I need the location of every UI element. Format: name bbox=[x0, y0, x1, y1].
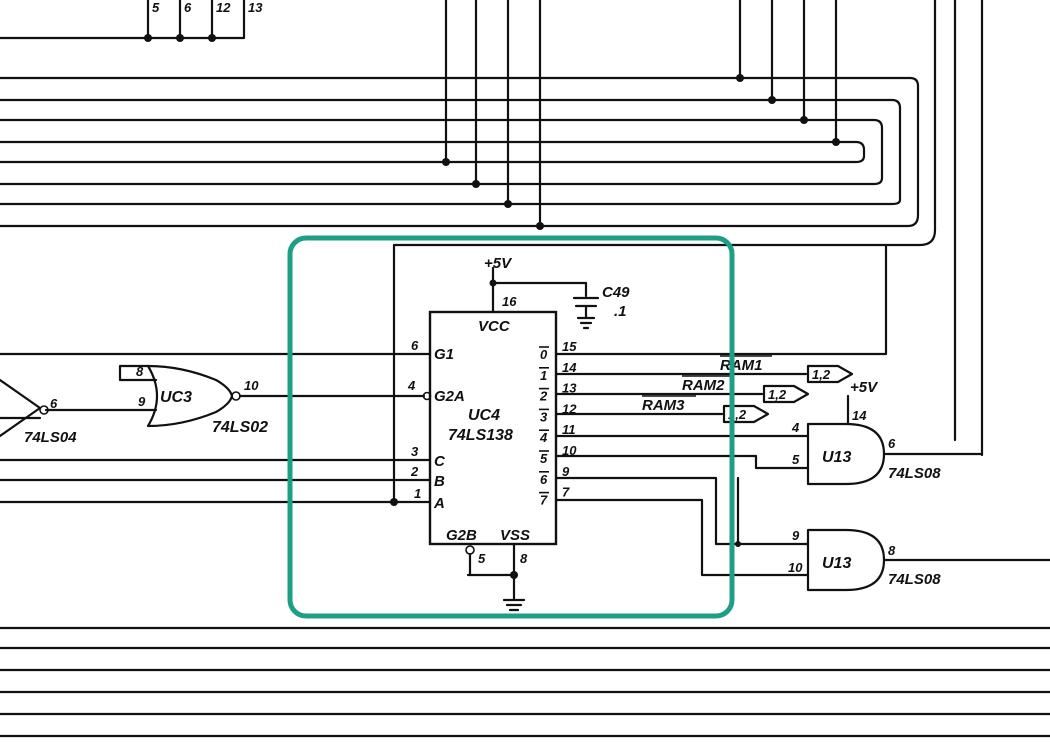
uc4-pin-c: 3 bbox=[411, 444, 419, 459]
uc4-out-name-3: 3 bbox=[540, 409, 548, 424]
uc4-out-name-6: 6 bbox=[540, 472, 548, 487]
inverter-part: 74LS04 bbox=[24, 429, 77, 446]
u13a-pin-out: 6 bbox=[888, 436, 896, 451]
uc4-pin-g2a: 4 bbox=[407, 378, 416, 393]
uc4-out-pin-0: 15 bbox=[562, 339, 577, 354]
bottom-bus bbox=[0, 626, 1050, 738]
uc4-out-pin-6: 9 bbox=[562, 464, 570, 479]
c49-ref: C49 bbox=[602, 284, 630, 301]
u13a-pin-vcc: 14 bbox=[852, 408, 867, 423]
uc4-in-g2a: G2A bbox=[434, 388, 465, 405]
uc4-decoder: +5V 16 VCC C49 .1 G2B VSS 5 8 UC4 74LS13… bbox=[0, 243, 630, 612]
c49-value: .1 bbox=[614, 303, 627, 320]
top-pin-6: 6 bbox=[184, 0, 192, 15]
uc4-out-name-7: 7 bbox=[540, 493, 548, 508]
uc4-in-a: A bbox=[433, 495, 445, 512]
uc3-ref: UC3 bbox=[160, 389, 192, 406]
u13b-pin-b: 10 bbox=[788, 560, 803, 575]
signal-ram2-label: RAM2 bbox=[682, 377, 725, 394]
signal-ram1: RAM1 1,2 bbox=[720, 355, 854, 384]
uc4-in-b: B bbox=[434, 473, 445, 490]
uc4-out-pin-3: 12 bbox=[562, 401, 577, 416]
signal-ram1-label: RAM1 bbox=[720, 357, 763, 374]
uc4-in-g1: G1 bbox=[434, 346, 454, 363]
uc4-out-pin-1: 14 bbox=[562, 360, 577, 375]
address-bus bbox=[0, 0, 984, 457]
uc4-out-pin-5: 10 bbox=[562, 443, 577, 458]
uc4-vcc-label: VCC bbox=[478, 318, 511, 335]
uc4-output-wires bbox=[554, 243, 888, 577]
uc3-pin-out: 10 bbox=[244, 378, 259, 393]
top-pin-13: 13 bbox=[248, 0, 263, 15]
uc4-out-name-5: 5 bbox=[540, 451, 548, 466]
uc4-part: 74LS138 bbox=[448, 427, 513, 444]
u13b-ref: U13 bbox=[822, 555, 851, 572]
uc4-out-name-4: 4 bbox=[539, 430, 548, 445]
uc4-out-pin-4: 11 bbox=[562, 422, 576, 437]
capacitor-c49: C49 .1 bbox=[572, 284, 630, 330]
uc4-pin-a: 1 bbox=[414, 486, 421, 501]
uc4-pin-vss: 8 bbox=[520, 551, 528, 566]
inverter-pin-out: 6 bbox=[50, 396, 58, 411]
uc4-out-pin-2: 13 bbox=[562, 381, 577, 396]
u13a-part: 74LS08 bbox=[888, 465, 941, 482]
u13a-pin-b: 5 bbox=[792, 452, 800, 467]
uc4-supply-label: +5V bbox=[484, 255, 513, 272]
uc4-g2b-label: G2B bbox=[446, 527, 477, 544]
u13-and-gate-upper: +5V 14 U13 4 5 6 74LS08 bbox=[791, 379, 984, 486]
u13b-pin-a: 9 bbox=[792, 528, 800, 543]
uc4-in-c: C bbox=[434, 453, 446, 470]
g2b-bubble bbox=[465, 545, 475, 555]
uc4-pin-b: 2 bbox=[410, 464, 419, 479]
signal-ram2-ref: 1,2 bbox=[768, 387, 787, 402]
u13a-pin-a: 4 bbox=[791, 420, 800, 435]
uc3-pin-a: 8 bbox=[136, 364, 144, 379]
uc4-ref: UC4 bbox=[468, 407, 500, 424]
uc4-pin-g2b: 5 bbox=[478, 551, 486, 566]
uc4-out-name-0: 0 bbox=[540, 347, 548, 362]
highlight-box bbox=[287, 235, 735, 619]
uc4-out-pin-7: 7 bbox=[562, 485, 570, 500]
u13b-part: 74LS08 bbox=[888, 571, 941, 588]
uc3-pin-b: 9 bbox=[138, 394, 146, 409]
top-pin-5: 5 bbox=[152, 0, 160, 15]
inverter-74ls04: 6 74LS04 bbox=[0, 378, 77, 446]
u13a-ref: U13 bbox=[822, 449, 851, 466]
signal-ram1-ref: 1,2 bbox=[812, 367, 831, 382]
uc4-out-name-2: 2 bbox=[539, 389, 548, 404]
ram-signal-tags: RAM1 1,2 RAM2 1,2 RAM3 1,2 bbox=[642, 355, 854, 424]
uc3-nor-gate: UC3 74LS02 8 9 10 bbox=[0, 364, 268, 436]
signal-ram3-label: RAM3 bbox=[642, 397, 685, 414]
uc4-out-name-1: 1 bbox=[540, 368, 547, 383]
top-pin-stubs: 5 6 12 13 bbox=[0, 0, 263, 42]
uc4-vss-label: VSS bbox=[500, 527, 530, 544]
uc4-pin-g1: 6 bbox=[411, 338, 419, 353]
uc3-part: 74LS02 bbox=[212, 419, 268, 436]
signal-ram2: RAM2 1,2 bbox=[682, 375, 810, 404]
u13a-supply: +5V bbox=[850, 379, 879, 396]
top-pin-12: 12 bbox=[216, 0, 231, 15]
signal-ram3: RAM3 1,2 bbox=[642, 395, 770, 424]
uc4-body bbox=[428, 310, 558, 546]
u13-and-gate-lower: U13 9 10 8 74LS08 bbox=[788, 528, 1050, 592]
u13b-pin-out: 8 bbox=[888, 543, 896, 558]
uc4-pin-vcc: 16 bbox=[502, 294, 517, 309]
